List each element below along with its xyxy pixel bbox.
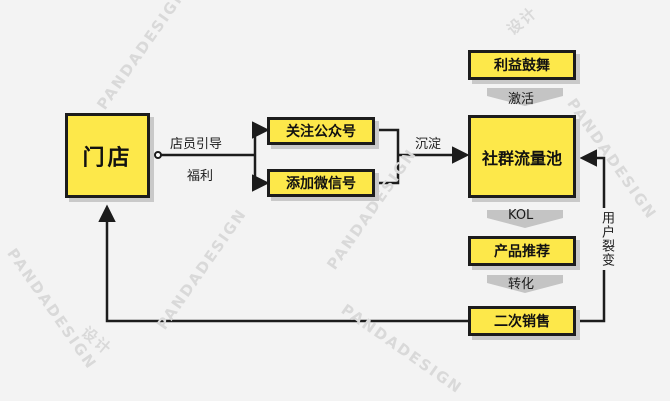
chevron-down-icon [487,210,563,228]
node-follow-official-account: 关注公众号 [267,117,375,145]
label-settle: 沉淀 [415,137,442,152]
label-convert: 转化 [508,277,535,292]
node-benefit-incentive: 利益鼓舞 [468,50,576,80]
label-user-fission: 用户裂变 [597,208,616,270]
branch-dot [154,151,162,159]
chevron-down-icon [487,275,563,293]
node-secondary-sales: 二次销售 [468,306,576,336]
node-community-pool: 社群流量池 [468,115,576,198]
node-product-recommend: 产品推荐 [468,236,576,266]
connector-merge [378,128,400,185]
chevron-down-icon [487,88,563,106]
connector-return [98,204,468,323]
node-add-wechat: 添加微信号 [267,169,375,197]
label-welfare: 福利 [187,169,214,184]
label-activate: 激活 [508,92,535,107]
node-store: 门店 [65,113,150,198]
label-kol: KOL [508,208,534,223]
label-guide: 店员引导 [170,137,223,152]
